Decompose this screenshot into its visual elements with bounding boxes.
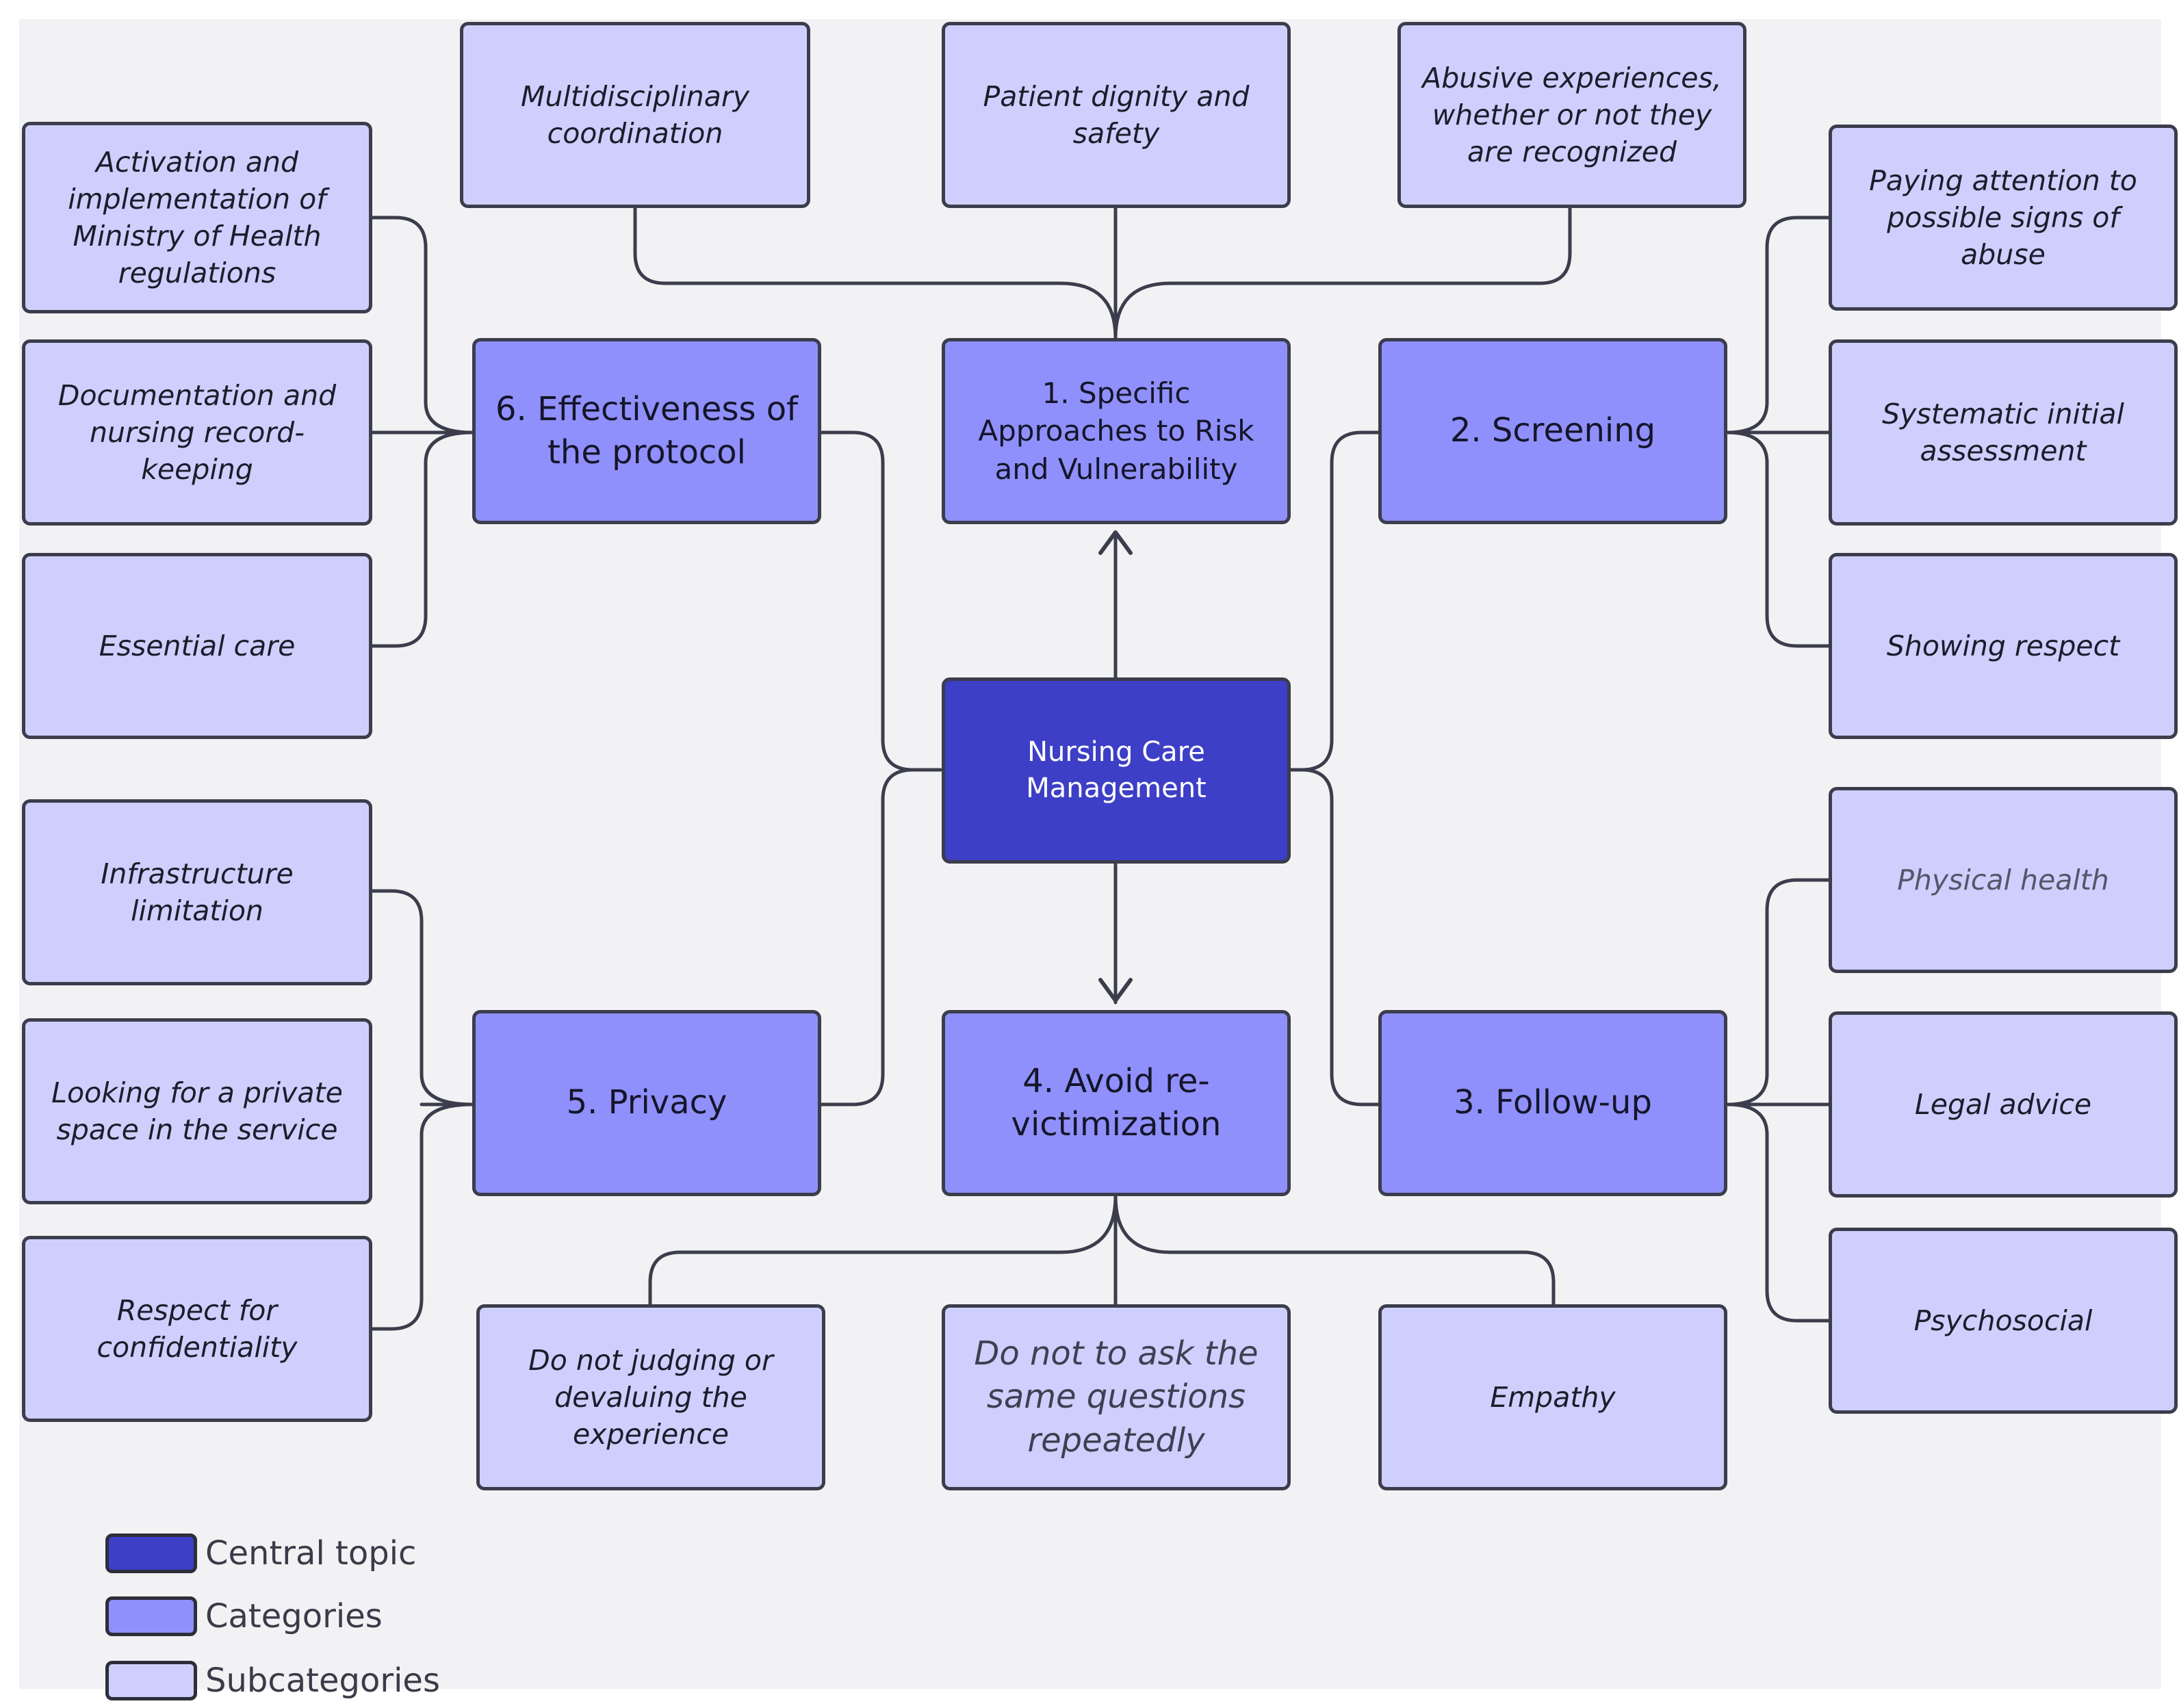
arrowhead-up [1098, 530, 1133, 555]
subcategory-label: Documentation and nursing record-keeping [57, 378, 337, 487]
subcategory-node[interactable]: Physical health [1829, 787, 2178, 973]
category-node-4[interactable]: 4. Avoid re-victimization [942, 1010, 1291, 1196]
subcategory-label: Psychosocial [1913, 1304, 2093, 1337]
link-cat4-sub3 [1113, 1194, 1556, 1306]
central-topic-label: Nursing Care Management [1026, 736, 1207, 804]
link-cat3-sub1 [1725, 878, 1831, 1107]
subcategory-node[interactable]: Activation and implementation of Ministr… [22, 122, 372, 313]
subcategory-label: Infrastructure limitation [101, 857, 294, 927]
category-node-1[interactable]: 1. Specific Approaches to Risk and Vulne… [942, 338, 1291, 524]
subcategory-label: Essential care [99, 629, 296, 662]
subcategory-node[interactable]: Psychosocial [1829, 1228, 2178, 1414]
category-label-5: 5. Privacy [566, 1083, 727, 1122]
link-cat1-sub1 [633, 206, 1118, 340]
link-cat3-sub3 [1725, 1102, 1831, 1323]
legend-label-central: Central topic [205, 1534, 417, 1573]
category-node-2[interactable]: 2. Screening [1378, 338, 1727, 524]
subcategory-node[interactable]: Documentation and nursing record-keeping [22, 339, 372, 526]
link-cat6-sub3 [370, 430, 474, 648]
subcategory-node[interactable]: Showing respect [1829, 553, 2178, 739]
category-node-3[interactable]: 3. Follow-up [1378, 1010, 1727, 1196]
subcategory-label: Looking for a private space in the servi… [51, 1076, 343, 1146]
category-label-4: 4. Avoid re-victimization [1011, 1061, 1222, 1143]
link-cat5-sub1 [370, 889, 474, 1107]
legend-swatch-categories [105, 1596, 197, 1636]
subcategory-label: Systematic initial assessment [1882, 397, 2124, 467]
link-cat5-sub3 [370, 1102, 474, 1331]
category-node-6[interactable]: 6. Effectiveness of the protocol [472, 338, 821, 524]
subcategory-label: Paying attention to possible signs of ab… [1869, 164, 2137, 272]
subcategory-node[interactable]: Looking for a private space in the servi… [22, 1018, 372, 1204]
subcategory-node[interactable]: Do not to ask the same questions repeate… [942, 1304, 1291, 1490]
link-cat4-sub1 [648, 1194, 1118, 1306]
link-central-cat5 [818, 768, 942, 1107]
legend-swatch-subcategories [105, 1661, 197, 1700]
link-central-cat2 [1287, 430, 1380, 772]
link-central-cat3 [1287, 768, 1380, 1107]
subcategory-label: Legal advice [1914, 1087, 2092, 1121]
subcategory-node[interactable]: Multidisciplinary coordination [460, 22, 810, 208]
subcategory-node[interactable]: Essential care [22, 553, 372, 739]
link-cat2-sub1 [1725, 216, 1831, 435]
legend-swatch-central [105, 1534, 197, 1573]
subcategory-node[interactable]: Empathy [1378, 1304, 1727, 1490]
link-central-cat6 [818, 430, 942, 772]
subcategory-node[interactable]: Abusive experiences, whether or not they… [1397, 22, 1746, 208]
subcategory-node[interactable]: Do not judging or devaluing the experien… [476, 1304, 825, 1490]
subcategory-label: Multidisciplinary coordination [521, 79, 749, 150]
subcategory-node[interactable]: Patient dignity and safety [942, 22, 1291, 208]
legend-label-categories: Categories [205, 1597, 383, 1635]
subcategory-label: Physical health [1897, 863, 2109, 896]
subcategory-label: Empathy [1490, 1380, 1616, 1414]
link-cat1-sub3 [1113, 206, 1572, 340]
category-label-3: 3. Follow-up [1454, 1083, 1652, 1122]
subcategory-label: Do not to ask the same questions repeate… [974, 1334, 1259, 1460]
legend-item-central: Central topic [105, 1531, 416, 1575]
subcategory-node[interactable]: Systematic initial assessment [1829, 339, 2178, 526]
subcategory-label: Abusive experiences, whether or not they… [1422, 61, 1722, 169]
legend-item-subcategories: Subcategories [105, 1659, 440, 1703]
legend-label-subcategories: Subcategories [205, 1661, 440, 1700]
subcategory-label: Activation and implementation of Ministr… [68, 145, 326, 290]
legend-item-categories: Categories [105, 1594, 383, 1638]
subcategory-node[interactable]: Respect for confidentiality [22, 1236, 372, 1422]
category-node-5[interactable]: 5. Privacy [472, 1010, 821, 1196]
subcategory-label: Do not judging or devaluing the experien… [528, 1343, 773, 1451]
category-label-1: 1. Specific Approaches to Risk and Vulne… [978, 376, 1254, 486]
subcategory-label: Showing respect [1886, 629, 2120, 662]
central-topic-node[interactable]: Nursing Care Management [942, 677, 1291, 864]
subcategory-node[interactable]: Legal advice [1829, 1011, 2178, 1198]
subcategory-node[interactable]: Paying attention to possible signs of ab… [1829, 125, 2178, 311]
subcategory-label: Respect for confidentiality [96, 1293, 298, 1364]
arrowhead-down [1098, 978, 1133, 1002]
subcategory-label: Patient dignity and safety [983, 79, 1250, 150]
subcategory-node[interactable]: Infrastructure limitation [22, 799, 372, 985]
category-label-2: 2. Screening [1449, 411, 1656, 450]
link-cat6-sub1 [370, 216, 474, 435]
category-label-6: 6. Effectiveness of the protocol [495, 389, 798, 471]
link-cat2-sub3 [1725, 430, 1831, 648]
